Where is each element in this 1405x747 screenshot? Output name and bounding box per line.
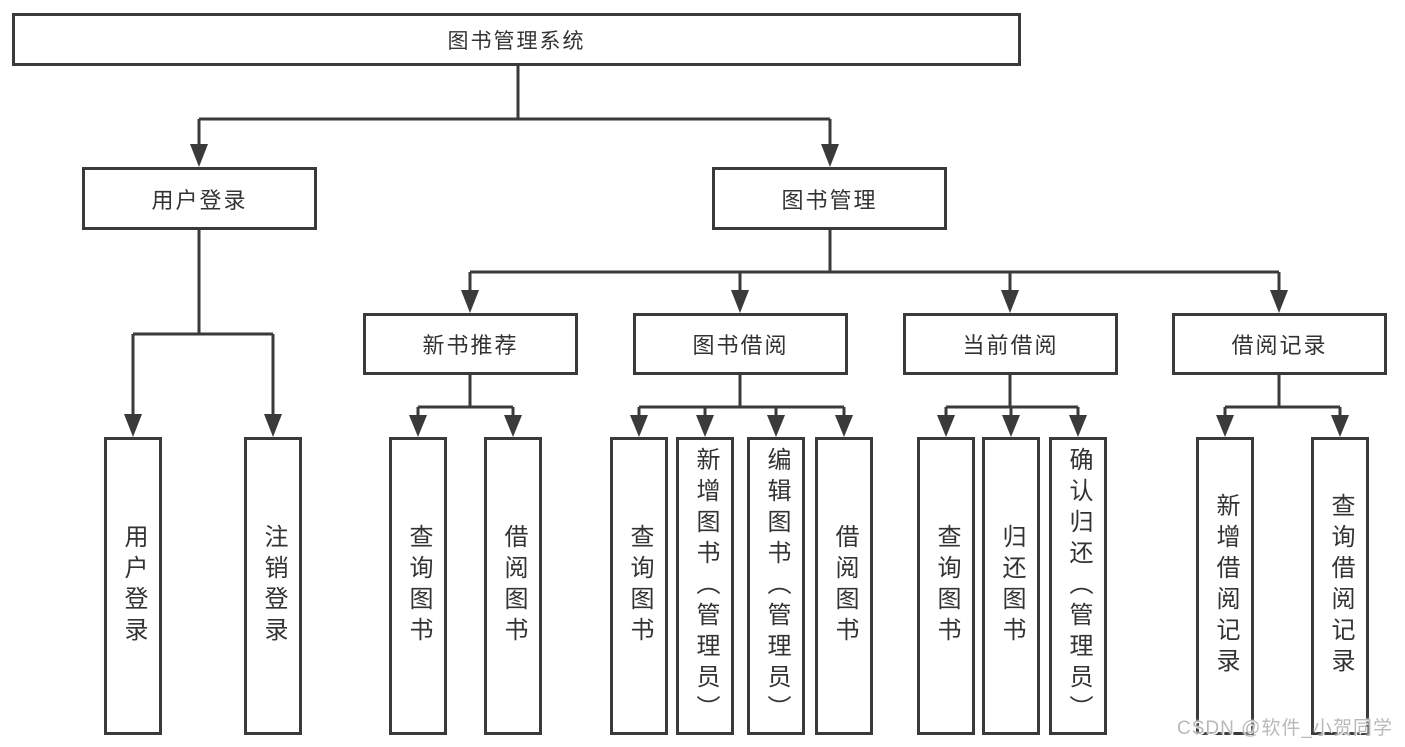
node-user-login: 用户登录 xyxy=(82,167,317,230)
node-new-book-recommend: 新书推荐 xyxy=(363,313,578,375)
node-library-system: 图书管理系统 xyxy=(12,13,1021,66)
node-label: 新增图书（管理员） xyxy=(692,446,719,726)
leaf-query-borrow-record: 查询借阅记录 xyxy=(1311,437,1369,735)
node-label: 借阅记录 xyxy=(1231,333,1328,358)
node-current-borrowing: 当前借阅 xyxy=(903,313,1118,375)
leaf-add-borrow-record: 新增借阅记录 xyxy=(1196,437,1254,735)
csdn-watermark: CSDN @软件_小贺同学 xyxy=(1177,718,1393,739)
node-label: 借阅图书 xyxy=(831,524,858,648)
node-label: 当前借阅 xyxy=(962,333,1059,358)
leaf-confirm-return-admin: 确认归还（管理员） xyxy=(1049,437,1107,735)
node-label: 图书借阅 xyxy=(692,333,789,358)
leaf-user-login: 用户登录 xyxy=(104,437,162,735)
node-label: 归还图书 xyxy=(998,524,1025,648)
node-label: 借阅图书 xyxy=(500,524,527,648)
leaf-add-book-admin: 新增图书（管理员） xyxy=(676,437,734,735)
leaf-query-books-recommend: 查询图书 xyxy=(389,437,447,735)
node-label: 用户登录 xyxy=(120,524,147,648)
leaf-borrow-books: 借阅图书 xyxy=(815,437,873,735)
leaf-query-books-borrowing: 查询图书 xyxy=(610,437,668,735)
leaf-edit-book-admin: 编辑图书（管理员） xyxy=(747,437,805,735)
node-label: 图书管理 xyxy=(781,187,878,213)
node-label: 查询图书 xyxy=(933,524,960,648)
node-label: 查询借阅记录 xyxy=(1327,493,1354,679)
node-label: 查询图书 xyxy=(626,524,653,648)
node-label: 确认归还（管理员） xyxy=(1065,446,1092,726)
leaf-borrow-books-recommend: 借阅图书 xyxy=(484,437,542,735)
leaf-logout: 注销登录 xyxy=(244,437,302,735)
node-label: 查询图书 xyxy=(405,524,432,648)
leaf-query-books-current: 查询图书 xyxy=(917,437,975,735)
node-book-management: 图书管理 xyxy=(712,167,947,230)
node-label: 新书推荐 xyxy=(422,333,519,358)
node-label: 用户登录 xyxy=(151,187,248,213)
node-label: 编辑图书（管理员） xyxy=(763,446,790,726)
node-label: 注销登录 xyxy=(260,524,287,648)
node-label: 图书管理系统 xyxy=(447,29,586,53)
node-label: 新增借阅记录 xyxy=(1212,493,1239,679)
node-borrowing-records: 借阅记录 xyxy=(1172,313,1387,375)
node-book-borrowing: 图书借阅 xyxy=(633,313,848,375)
leaf-return-book: 归还图书 xyxy=(982,437,1040,735)
